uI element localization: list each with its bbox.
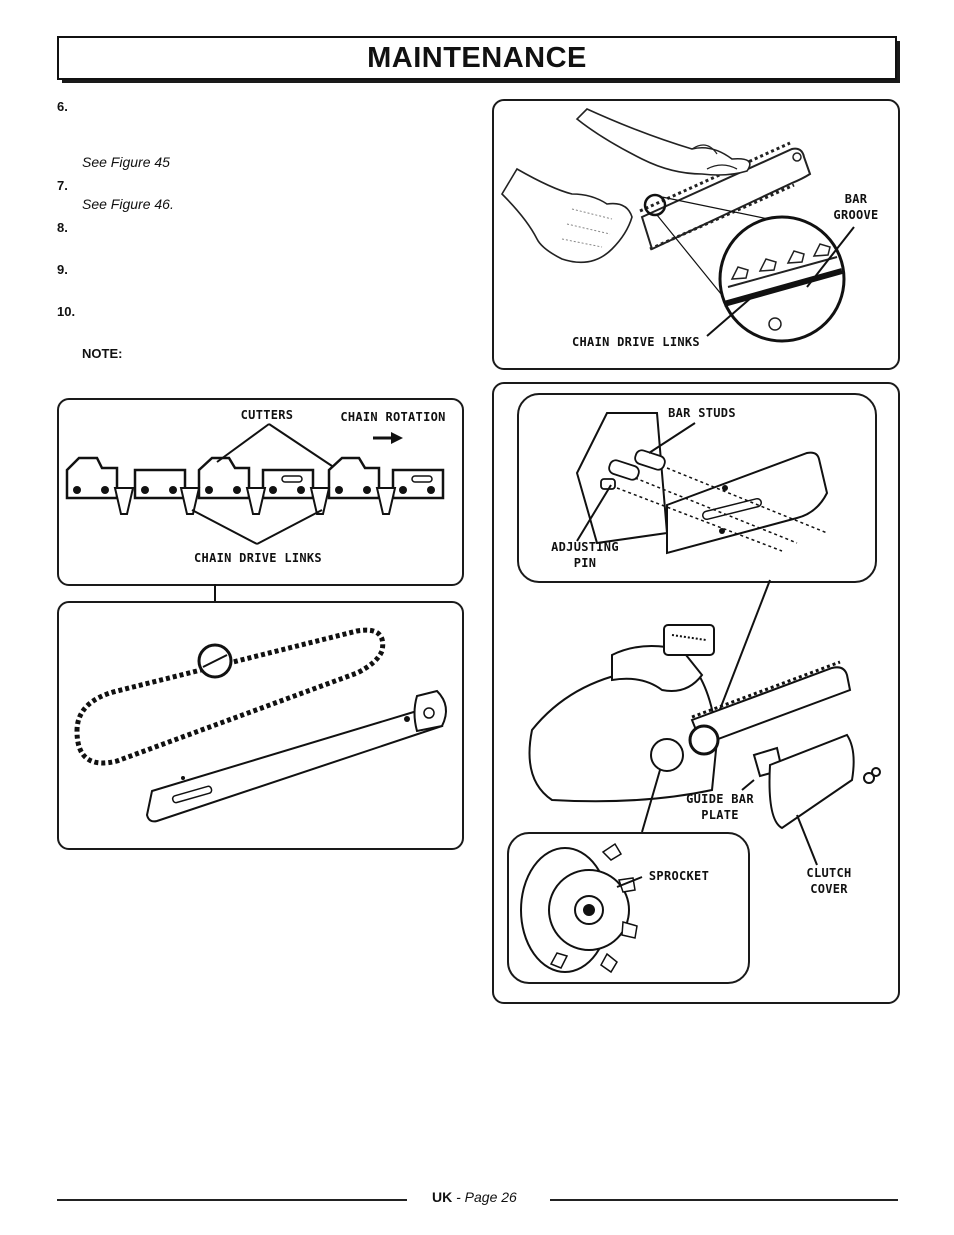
step-6-figure-ref: See Figure 45 (82, 154, 170, 170)
step-7-figure-ref: See Figure 46. (82, 196, 174, 212)
chainsaw-exploded-illustration (528, 579, 881, 866)
step-6-number: 6. (57, 99, 68, 114)
bar-studs-illustration (575, 412, 829, 555)
step-7-number: 7. (57, 178, 68, 193)
guide-bar-plate-label: GUIDE BAR PLATE (686, 792, 754, 822)
clutch-cover-label: CLUTCH COVER (806, 866, 852, 896)
footer-region: UK (432, 1189, 453, 1205)
chain-drive-links-label-2: CHAIN DRIVE LINKS (194, 551, 322, 565)
chain-detail-illustration (65, 423, 445, 545)
sprocket-label: SPROCKET (648, 869, 710, 883)
page-number: UK - Page 26 (432, 1189, 517, 1205)
footer-page: - Page 26 (456, 1189, 517, 1205)
note-label: NOTE: (82, 346, 123, 361)
bar-studs-label: BAR STUDS (668, 406, 736, 420)
footer-rule-left (57, 1199, 407, 1201)
bar-groove-label: BAR GROOVE (833, 192, 879, 222)
step-10-number: 10. (57, 304, 76, 319)
page-title: MAINTENANCE (57, 36, 897, 80)
chain-loop-illustration (74, 627, 447, 823)
hands-chain-illustration (500, 108, 855, 343)
footer-rule-right (550, 1199, 898, 1201)
chain-rotation-label: CHAIN ROTATION (340, 410, 446, 424)
step-8-number: 8. (57, 220, 68, 235)
cutters-label: CUTTERS (240, 408, 294, 422)
chain-drive-links-label-1: CHAIN DRIVE LINKS (572, 335, 700, 349)
sprocket-illustration (520, 842, 643, 974)
adjusting-pin-label: ADJUSTING PIN (551, 540, 619, 570)
step-9-number: 9. (57, 262, 68, 277)
